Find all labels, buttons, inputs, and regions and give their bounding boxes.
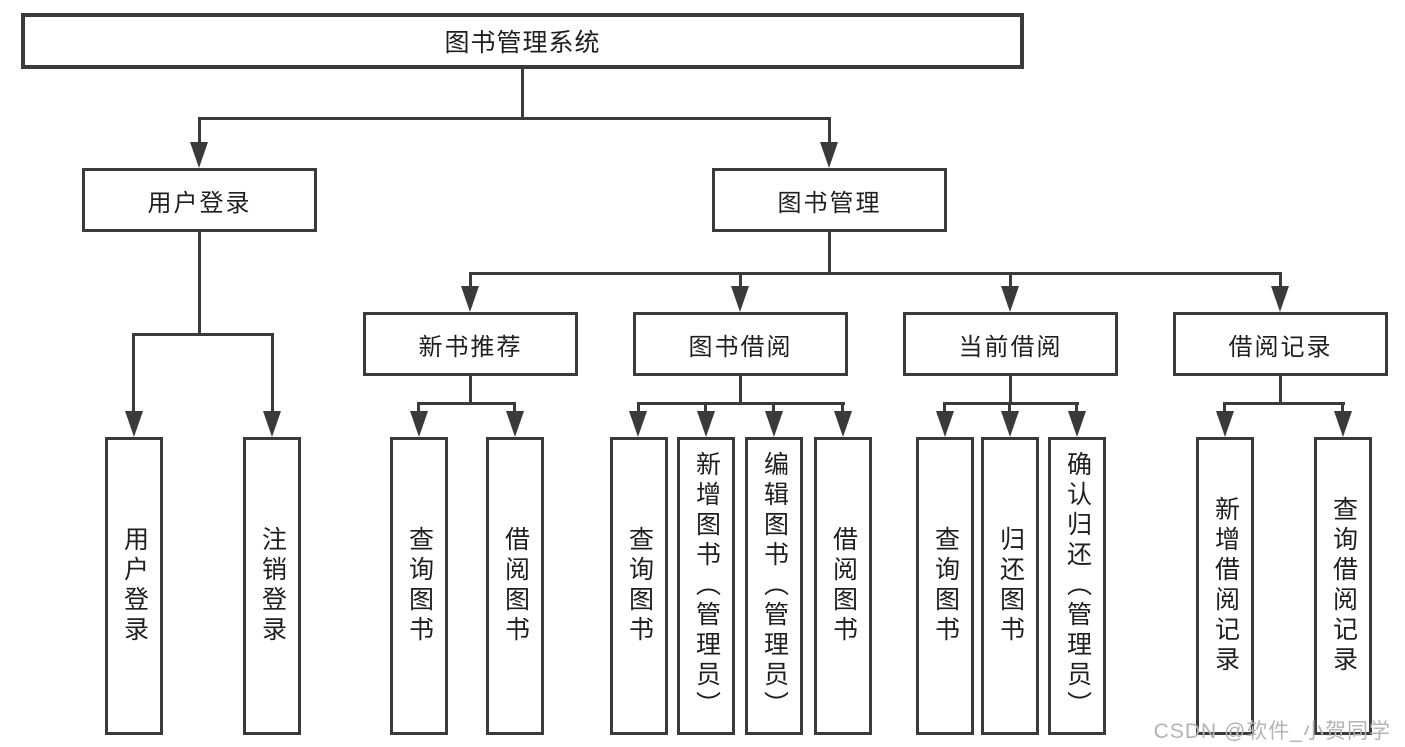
connector-line [1341,402,1344,413]
leaf-query-borrow-record-label: 查询借阅记录 [1329,496,1358,676]
leaf-borrowing-borrow-books-label: 借阅图书 [829,526,858,646]
connector-line [469,272,472,288]
arrow-down-icon [1271,286,1289,312]
connector-line [513,402,516,413]
connector-line [1008,402,1011,413]
connector-line [739,376,742,405]
node-book-borrowing: 图书借阅 [633,312,848,376]
connector-line [828,232,831,275]
connector-line [943,402,946,413]
arrow-down-icon [190,142,208,168]
connector-line [637,402,845,405]
leaf-return-books-label: 归还图书 [996,526,1025,646]
connector-line [271,333,274,412]
arrow-down-icon [820,142,838,168]
connector-line [198,117,201,146]
leaf-confirm-return-admin: 确认归还（管理员） [1048,437,1106,735]
node-book-borrowing-label: 图书借阅 [688,333,793,361]
leaf-current-query-books: 查询图书 [916,437,974,735]
node-borrow-records: 借阅记录 [1173,312,1388,376]
leaf-add-borrow-record: 新增借阅记录 [1196,437,1254,735]
leaf-user-login: 用户登录 [105,437,163,735]
node-user-login-label: 用户登录 [147,189,252,217]
connector-line [198,232,201,335]
connector-line [772,402,775,413]
leaf-logout: 注销登录 [243,437,301,735]
csdn-watermark: CSDN @软件_小贺同学 [1153,720,1391,743]
connector-line [1279,272,1282,288]
leaf-recommend-query-books: 查询图书 [390,437,448,735]
leaf-recommend-borrow-books: 借阅图书 [486,437,544,735]
connector-line [739,272,742,288]
connector-line [132,333,274,336]
arrow-down-icon [629,411,647,437]
leaf-borrowing-query-books: 查询图书 [610,437,668,735]
node-book-management-label: 图书管理 [777,189,882,217]
arrow-down-icon [765,411,783,437]
arrow-down-icon [1334,411,1352,437]
leaf-recommend-borrow-books-label: 借阅图书 [501,526,530,646]
connector-line [469,376,472,405]
arrow-down-icon [834,411,852,437]
node-root: 图书管理系统 [21,13,1024,69]
connector-line [1009,376,1012,405]
leaf-add-books-admin-label: 新增图书（管理员） [692,451,721,721]
leaf-user-login-label: 用户登录 [120,526,149,646]
arrow-down-icon [731,286,749,312]
leaf-current-query-books-label: 查询图书 [931,526,960,646]
connector-line [1009,272,1012,288]
node-new-book-recommend-label: 新书推荐 [418,333,523,361]
connector-line [198,117,831,120]
connector-line [132,333,135,412]
node-book-management: 图书管理 [712,168,947,232]
leaf-edit-books-admin-label: 编辑图书（管理员） [760,451,789,721]
arrow-down-icon [1001,286,1019,312]
connector-line [841,402,844,413]
arrow-down-icon [263,411,281,437]
arrow-down-icon [125,411,143,437]
leaf-borrowing-borrow-books: 借阅图书 [814,437,872,735]
leaf-borrowing-query-books-label: 查询图书 [625,526,654,646]
leaf-add-borrow-record-label: 新增借阅记录 [1211,496,1240,676]
connector-line [1223,402,1345,405]
connector-line [943,402,1079,405]
connector-line [637,402,640,413]
leaf-recommend-query-books-label: 查询图书 [405,526,434,646]
arrow-down-icon [697,411,715,437]
connector-line [417,402,516,405]
connector-line [417,402,420,413]
connector-line [1279,376,1282,405]
leaf-logout-label: 注销登录 [258,526,287,646]
leaf-query-borrow-record: 查询借阅记录 [1314,437,1372,735]
connector-line [828,117,831,146]
leaf-return-books: 归还图书 [981,437,1039,735]
node-current-borrowing-label: 当前借阅 [958,333,1063,361]
arrow-down-icon [506,411,524,437]
node-user-login: 用户登录 [82,168,317,232]
arrow-down-icon [1216,411,1234,437]
node-root-label: 图书管理系统 [444,29,601,57]
leaf-add-books-admin: 新增图书（管理员） [677,437,735,735]
connector-line [1075,402,1078,413]
arrow-down-icon [1068,411,1086,437]
node-current-borrowing: 当前借阅 [903,312,1118,376]
arrow-down-icon [1001,411,1019,437]
arrow-down-icon [936,411,954,437]
leaf-confirm-return-admin-label: 确认归还（管理员） [1063,451,1092,721]
node-borrow-records-label: 借阅记录 [1228,333,1333,361]
connector-line [1223,402,1226,413]
arrow-down-icon [461,286,479,312]
connector-line [704,402,707,413]
node-new-book-recommend: 新书推荐 [363,312,578,376]
connector-line [521,69,524,120]
connector-line [469,272,1282,275]
leaf-edit-books-admin: 编辑图书（管理员） [745,437,803,735]
arrow-down-icon [410,411,428,437]
